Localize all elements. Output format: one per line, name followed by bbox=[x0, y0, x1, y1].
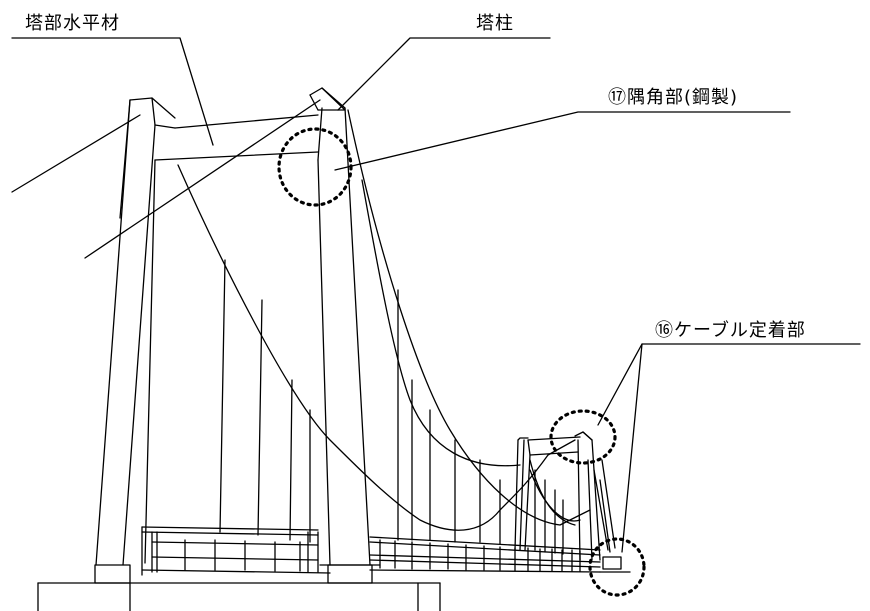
background-line-2 bbox=[84, 99, 321, 259]
abutment bbox=[37, 582, 441, 611]
label-cable-anchorage: ⑯ケーブル定着部 bbox=[655, 320, 806, 341]
leader-cable-anchorage-2 bbox=[621, 343, 643, 553]
leader-lines bbox=[11, 37, 861, 553]
near-cables bbox=[177, 109, 591, 545]
far-tower bbox=[514, 431, 616, 561]
leader-corner-steel bbox=[334, 111, 791, 171]
corner-circle bbox=[277, 127, 353, 207]
background-line-1 bbox=[11, 114, 141, 193]
leader-tower-horizontal bbox=[11, 37, 214, 146]
deck bbox=[141, 526, 631, 576]
anchorage-circle-lower bbox=[588, 537, 646, 597]
label-tower-horizontal: 塔部水平材 bbox=[25, 13, 120, 34]
leader-tower-column bbox=[337, 37, 551, 111]
near-tower bbox=[94, 87, 381, 584]
anchorage-circle-upper bbox=[549, 409, 617, 465]
label-tower-column: 塔柱 bbox=[476, 13, 514, 34]
label-corner-steel: ⑰隅角部(鋼製) bbox=[608, 87, 739, 108]
leader-cable-anchorage bbox=[597, 343, 861, 426]
highlight-circles bbox=[277, 127, 646, 597]
